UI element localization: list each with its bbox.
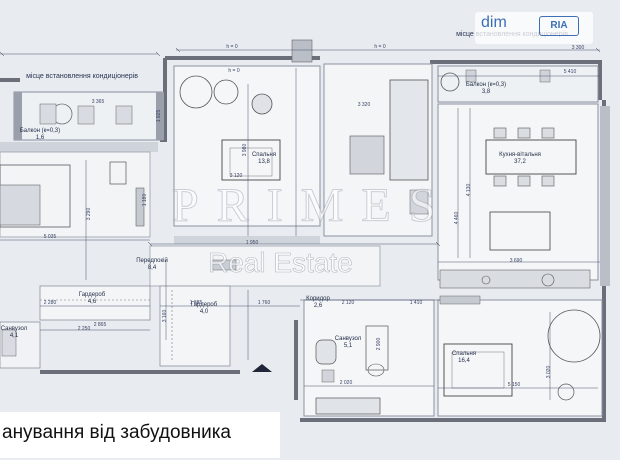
room-name: Спальня bbox=[252, 152, 276, 158]
dimension-mid: 1 950 bbox=[246, 240, 259, 246]
dimension-low: 1 885 bbox=[190, 300, 203, 306]
dimension-mid: 3 980 bbox=[242, 144, 248, 157]
room-area: 5,1 bbox=[344, 343, 353, 349]
ac-label-left: місце встановлення кондиціонерів bbox=[26, 72, 138, 80]
dimension-bottom: 3 020 bbox=[546, 366, 552, 379]
room-area: 3,8 bbox=[482, 89, 491, 95]
room-name: Балкон (к=0,3) bbox=[20, 128, 60, 134]
room-area: 4,6 bbox=[88, 299, 97, 305]
bedroom-bottom bbox=[437, 299, 603, 417]
bedroom-top bbox=[173, 65, 321, 227]
height-mark: h = 0 bbox=[228, 68, 239, 74]
room-area: 1,6 bbox=[36, 135, 45, 141]
caption-panel: анування від забудовника bbox=[0, 412, 280, 458]
north-marker-icon bbox=[252, 364, 272, 372]
dimension-top: 3 365 bbox=[92, 99, 105, 105]
room-name: Санвузол bbox=[335, 336, 362, 342]
dimension-low: 3 160 bbox=[162, 310, 168, 323]
dimension-mid: 3 690 bbox=[510, 258, 523, 264]
dimension-top: 3 300 bbox=[572, 45, 585, 51]
dimension-bottom: 5 150 bbox=[508, 382, 521, 388]
dimension-low: 1 410 bbox=[410, 300, 423, 306]
room-name: Гардероб bbox=[79, 292, 106, 298]
dimension-low: 2 250 bbox=[78, 326, 91, 332]
dimension-mid: 1 180 bbox=[142, 194, 148, 207]
dimension-mid: 4 130 bbox=[466, 184, 472, 197]
room-area: 4,1 bbox=[10, 333, 19, 339]
dimria-logo-badge: RIA bbox=[539, 16, 579, 36]
dimension-top: 1 925 bbox=[156, 110, 162, 123]
dimension-lines bbox=[0, 49, 600, 400]
room-name: Гардероб bbox=[191, 302, 218, 308]
room-area: 4,0 bbox=[200, 309, 209, 315]
dimension-mid: 5 035 bbox=[44, 234, 57, 240]
dimension-top: 3 320 bbox=[358, 102, 371, 108]
room-area: 13,8 bbox=[258, 159, 270, 165]
room-area: 37,2 bbox=[514, 159, 526, 165]
dimension-low: 2 120 bbox=[342, 300, 355, 306]
room-name: Кухня-вітальня bbox=[499, 152, 541, 158]
room-area: 8,4 bbox=[148, 265, 157, 271]
height-mark: h = 0 bbox=[226, 44, 237, 50]
room-name: Санвузол bbox=[1, 326, 28, 332]
dimension-ticks bbox=[0, 47, 601, 247]
caption-text: анування від забудовника bbox=[2, 422, 232, 443]
room-area: 16,4 bbox=[458, 358, 470, 364]
dimension-top: 5 410 bbox=[564, 69, 577, 75]
room-name: Коридор bbox=[306, 296, 330, 302]
room-name: Спальня bbox=[452, 351, 476, 357]
dimension-low: 2 865 bbox=[94, 322, 107, 328]
dimension-low: 2 280 bbox=[44, 300, 57, 306]
height-mark: h = 0 bbox=[374, 44, 385, 50]
dimension-bottom: 2 900 bbox=[376, 338, 382, 351]
dimension-mid: 3 120 bbox=[230, 173, 243, 179]
room-name: Балкон (к=0,3) bbox=[466, 82, 506, 88]
dimension-bottom: 2 020 bbox=[340, 380, 353, 386]
room-name: Передпокій bbox=[136, 257, 168, 264]
dimria-logo: dim RIA bbox=[475, 12, 593, 44]
dimria-logo-text: dim bbox=[481, 14, 507, 31]
dimension-low: 1 760 bbox=[258, 300, 271, 306]
dimension-mid: 4 460 bbox=[454, 212, 460, 225]
dimension-mid: 3 290 bbox=[86, 208, 92, 221]
room-area: 2,6 bbox=[314, 303, 323, 309]
